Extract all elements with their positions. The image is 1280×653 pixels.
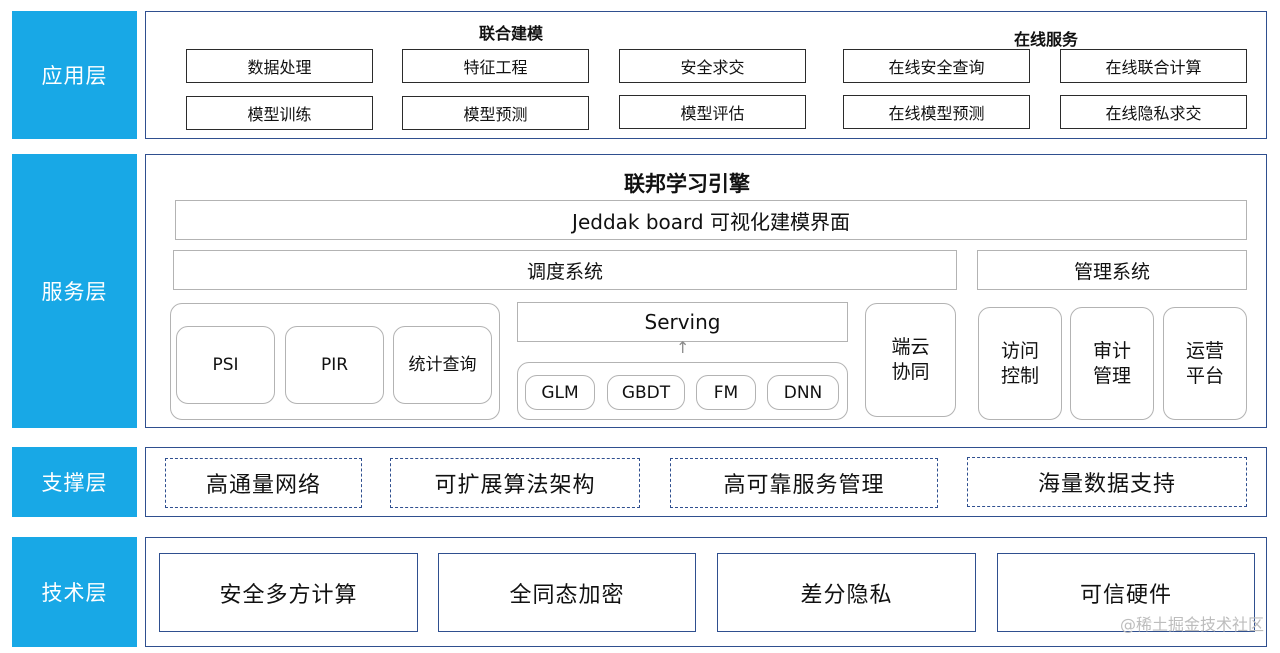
joint-modeling-title: 联合建模 xyxy=(479,24,544,43)
app-box-model-training: 模型训练 xyxy=(186,96,373,130)
gbdt-box: GBDT xyxy=(607,375,685,410)
online-service-title: 在线服务 xyxy=(1014,30,1079,49)
app-box-online-secure-query: 在线安全查询 xyxy=(843,49,1030,83)
edge-cloud-box: 端云协同 xyxy=(865,303,956,417)
pir-box: PIR xyxy=(285,326,384,404)
scalable-algorithm-box: 可扩展算法架构 xyxy=(390,458,640,508)
app-box-feature-engineering: 特征工程 xyxy=(402,49,589,83)
app-box-online-private-intersection: 在线隐私求交 xyxy=(1060,95,1247,129)
reliable-service-box: 高可靠服务管理 xyxy=(670,458,938,508)
app-box-online-model-prediction: 在线模型预测 xyxy=(843,95,1030,129)
app-box-online-joint-compute: 在线联合计算 xyxy=(1060,49,1247,83)
statistics-query-box: 统计查询 xyxy=(393,326,492,404)
psi-box: PSI xyxy=(176,326,275,404)
scheduler-system-box: 调度系统 xyxy=(173,250,957,290)
support-layer-label: 支撑层 xyxy=(12,447,137,517)
management-system-box: 管理系统 xyxy=(977,250,1247,290)
app-box-model-prediction: 模型预测 xyxy=(402,96,589,130)
operation-platform-box: 运营平台 xyxy=(1163,307,1247,420)
homomorphic-encryption-box: 全同态加密 xyxy=(438,553,696,632)
jeddak-board-box: Jeddak board 可视化建模界面 xyxy=(175,200,1247,240)
app-box-secure-intersection: 安全求交 xyxy=(619,49,806,83)
trusted-hardware-box: 可信硬件 xyxy=(997,553,1255,632)
dnn-box: DNN xyxy=(767,375,839,410)
app-box-data-processing: 数据处理 xyxy=(186,49,373,83)
watermark-text: @稀土掘金技术社区 xyxy=(1119,615,1264,634)
fm-box: FM xyxy=(696,375,756,410)
audit-management-box: 审计管理 xyxy=(1070,307,1154,420)
differential-privacy-box: 差分隐私 xyxy=(717,553,976,632)
glm-box: GLM xyxy=(525,375,595,410)
serving-box: Serving xyxy=(517,302,848,342)
app-layer-label: 应用层 xyxy=(12,11,137,139)
app-box-model-evaluation: 模型评估 xyxy=(619,95,806,129)
access-control-box: 访问控制 xyxy=(978,307,1062,420)
service-layer-label: 服务层 xyxy=(12,154,137,428)
up-arrow-icon: ↑ xyxy=(676,338,690,357)
tech-layer-label: 技术层 xyxy=(12,537,137,647)
federated-engine-title: 联邦学习引擎 xyxy=(624,172,750,196)
massive-data-box: 海量数据支持 xyxy=(967,457,1247,507)
mpc-box: 安全多方计算 xyxy=(159,553,418,632)
high-throughput-network-box: 高通量网络 xyxy=(165,458,362,508)
